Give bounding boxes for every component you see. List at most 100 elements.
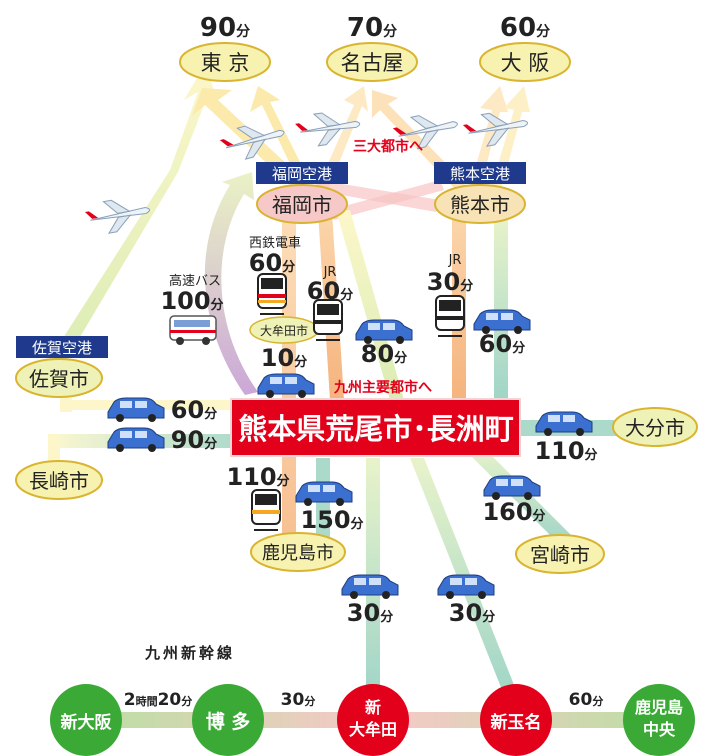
car-nagasaki-time: 90分 (171, 426, 217, 454)
nishitetsu-time: 60分 (249, 249, 295, 277)
segment-osaka-hakata: 2時間20分 (124, 690, 193, 710)
svg-text:鹿児島市: 鹿児島市 (262, 543, 334, 564)
car-kagoshima-time: 150分 (300, 506, 363, 534)
car-icon (257, 373, 315, 398)
svg-text:大牟田市: 大牟田市 (260, 323, 308, 338)
dest-tokyo[interactable]: 90分 東 京 (179, 13, 271, 82)
airport-fukuoka: 福岡空港 (256, 162, 348, 184)
svg-text:佐賀市: 佐賀市 (29, 367, 89, 391)
bus-icon (169, 315, 217, 345)
station-shinomuta[interactable]: 新 大牟田 (337, 684, 409, 756)
car-omuta-time: 10分 (261, 344, 307, 372)
airplane-icon (462, 112, 529, 147)
center-location[interactable]: 熊本県荒尾市･長洲町 (230, 398, 521, 457)
city-nagasaki[interactable]: 長崎市 (15, 460, 103, 500)
caption-three-cities: 三大都市へ (353, 138, 423, 155)
dest-osaka-time: 60分 (500, 13, 550, 43)
train-icon (251, 489, 281, 531)
jr-fukuoka-time: 60分 (307, 277, 353, 305)
svg-text:新: 新 (365, 698, 381, 717)
band-cross-2 (330, 180, 444, 220)
car-miyazaki-time: 160分 (482, 498, 545, 526)
jr-kumamoto-label: JR (448, 253, 462, 268)
airport-kumamoto: 熊本空港 (434, 162, 526, 184)
station-shinosaka[interactable]: 新大阪 (50, 684, 122, 756)
car-oita-time: 110分 (534, 437, 597, 465)
svg-text:大分市: 大分市 (625, 416, 685, 440)
dest-osaka[interactable]: 60分 大 阪 (479, 13, 571, 82)
car-icon (295, 481, 353, 506)
segment-hakata-omuta: 30分 (281, 690, 316, 710)
dest-osaka-label: 大 阪 (501, 51, 550, 75)
station-hakata[interactable]: 博 多 (192, 684, 264, 756)
car-shinomuta-time: 30分 (347, 599, 393, 627)
svg-text:佐賀空港: 佐賀空港 (32, 339, 92, 357)
train-kagoshima-time: 110分 (226, 463, 289, 491)
svg-text:新玉名: 新玉名 (491, 712, 542, 733)
dest-tokyo-label: 東 京 (201, 51, 250, 75)
svg-text:福岡空港: 福岡空港 (272, 165, 332, 183)
jr-fukuoka-label: JR (323, 265, 337, 280)
airplane-icon (84, 199, 151, 234)
svg-text:宮崎市: 宮崎市 (530, 543, 590, 567)
band-car-kumamoto (494, 215, 508, 400)
train-icon (257, 273, 287, 315)
city-fukuoka[interactable]: 福岡市 (256, 184, 348, 224)
cars (107, 309, 593, 599)
center-label: 熊本県荒尾市･長洲町 (238, 412, 514, 446)
car-icon (535, 411, 593, 436)
shinkansen-title: 九州新幹線 (144, 644, 235, 662)
svg-text:福岡市: 福岡市 (272, 193, 332, 217)
city-miyazaki[interactable]: 宮崎市 (515, 534, 605, 574)
band-car-fukuoka (336, 210, 404, 400)
car-shintamana-time: 30分 (449, 599, 495, 627)
svg-text:長崎市: 長崎市 (29, 469, 89, 493)
svg-text:博 多: 博 多 (206, 710, 251, 733)
airplane-icon (392, 115, 458, 150)
airplane-icon (295, 112, 361, 147)
car-icon (341, 574, 399, 599)
nishitetsu-label: 西鉄電車 (249, 236, 301, 251)
dest-nagoya-label: 名古屋 (341, 51, 404, 75)
dest-tokyo-time: 90分 (200, 13, 250, 43)
car-icon (483, 475, 541, 500)
highway-bus-time: 100分 (160, 287, 223, 315)
svg-text:鹿児島: 鹿児島 (635, 698, 683, 717)
car-kumamoto-time: 60分 (479, 330, 525, 358)
dest-nagoya[interactable]: 70分 名古屋 (326, 13, 418, 82)
city-kagoshima[interactable]: 鹿児島市 (250, 532, 346, 572)
segment-tamana-kagoshima: 60分 (569, 690, 604, 710)
city-oita[interactable]: 大分市 (612, 407, 698, 447)
station-shintamana[interactable]: 新玉名 (480, 684, 552, 756)
city-kumamoto[interactable]: 熊本市 (434, 184, 526, 224)
city-saga[interactable]: 佐賀市 (15, 358, 103, 398)
train-icon (313, 299, 343, 341)
car-saga-time: 60分 (171, 396, 217, 424)
svg-text:中央: 中央 (643, 720, 676, 739)
band-highway-bus (204, 172, 258, 395)
car-icon (437, 574, 495, 599)
station-kagoshima-chuo[interactable]: 鹿児島 中央 (623, 684, 695, 756)
band-cross-1 (314, 180, 440, 212)
band-nagasaki-drop (48, 434, 60, 462)
car-icon (107, 397, 165, 422)
car-icon (473, 309, 531, 334)
airport-saga: 佐賀空港 (16, 336, 108, 358)
car-fukuoka-time: 80分 (361, 340, 407, 368)
car-icon (107, 427, 165, 452)
svg-text:大牟田: 大牟田 (349, 720, 397, 739)
caption-kyushu-cities: 九州主要都市へ (333, 379, 432, 396)
dest-nagoya-time: 70分 (347, 13, 397, 43)
airplane-icon (219, 125, 285, 160)
jr-kumamoto-time: 30分 (427, 268, 473, 296)
svg-text:熊本市: 熊本市 (450, 193, 510, 217)
highway-bus-label: 高速バス (169, 273, 221, 289)
svg-text:熊本空港: 熊本空港 (450, 165, 510, 183)
car-icon (355, 319, 413, 344)
svg-text:新大阪: 新大阪 (61, 712, 112, 733)
train-icon (435, 295, 465, 337)
shinkansen-times: 2時間20分 30分 60分 (124, 690, 604, 710)
city-omuta[interactable]: 大牟田市 (249, 316, 319, 344)
route-labels: 西鉄電車 60分 高速バス 100分 JR 60分 JR 30分 80分 60分… (160, 236, 597, 627)
